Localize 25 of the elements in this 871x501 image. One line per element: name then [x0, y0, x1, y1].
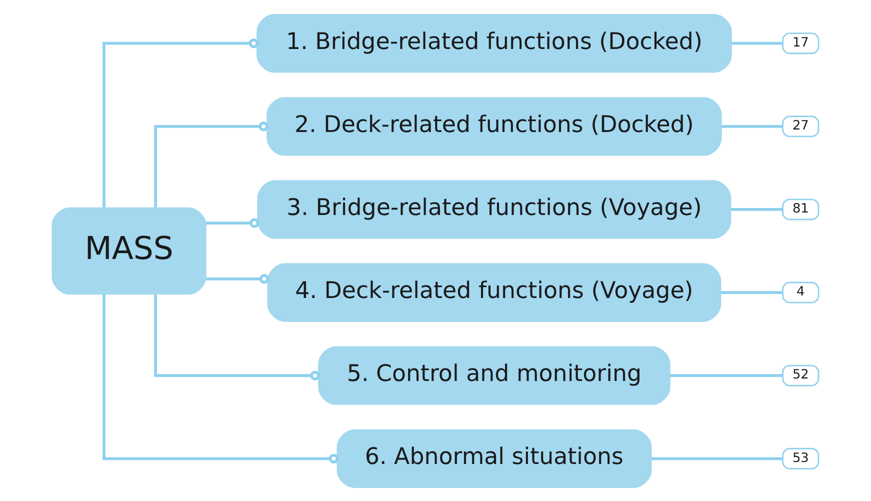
node-box: MASS — [52, 206, 206, 294]
connector — [732, 41, 782, 44]
node-box: 17 — [782, 32, 820, 54]
connector — [154, 294, 320, 380]
connector — [670, 374, 782, 377]
node-box: 2. Deck-related functions (Docked) — [266, 96, 722, 156]
connector — [102, 38, 259, 208]
node-box: 53 — [782, 447, 820, 469]
connector — [730, 208, 783, 210]
connector — [206, 274, 270, 284]
node-box: 81 — [782, 198, 820, 220]
connector — [651, 456, 782, 460]
connector — [102, 294, 339, 463]
connector — [721, 124, 782, 128]
node-box: 3. Bridge-related functions (Voyage) — [257, 180, 732, 238]
connector — [720, 290, 782, 294]
node-box: 4. Deck-related functions (Voyage) — [267, 262, 722, 322]
node-box: 52 — [782, 364, 820, 386]
connector — [154, 121, 268, 207]
node-box: 5. Control and monitoring — [318, 346, 670, 404]
node-box: 27 — [782, 115, 820, 137]
node-box: 4 — [782, 281, 820, 303]
node-box: 1. Bridge-related functions (Docked) — [256, 14, 732, 72]
connector — [206, 218, 260, 228]
node-box: 6. Abnormal situations — [336, 428, 652, 488]
